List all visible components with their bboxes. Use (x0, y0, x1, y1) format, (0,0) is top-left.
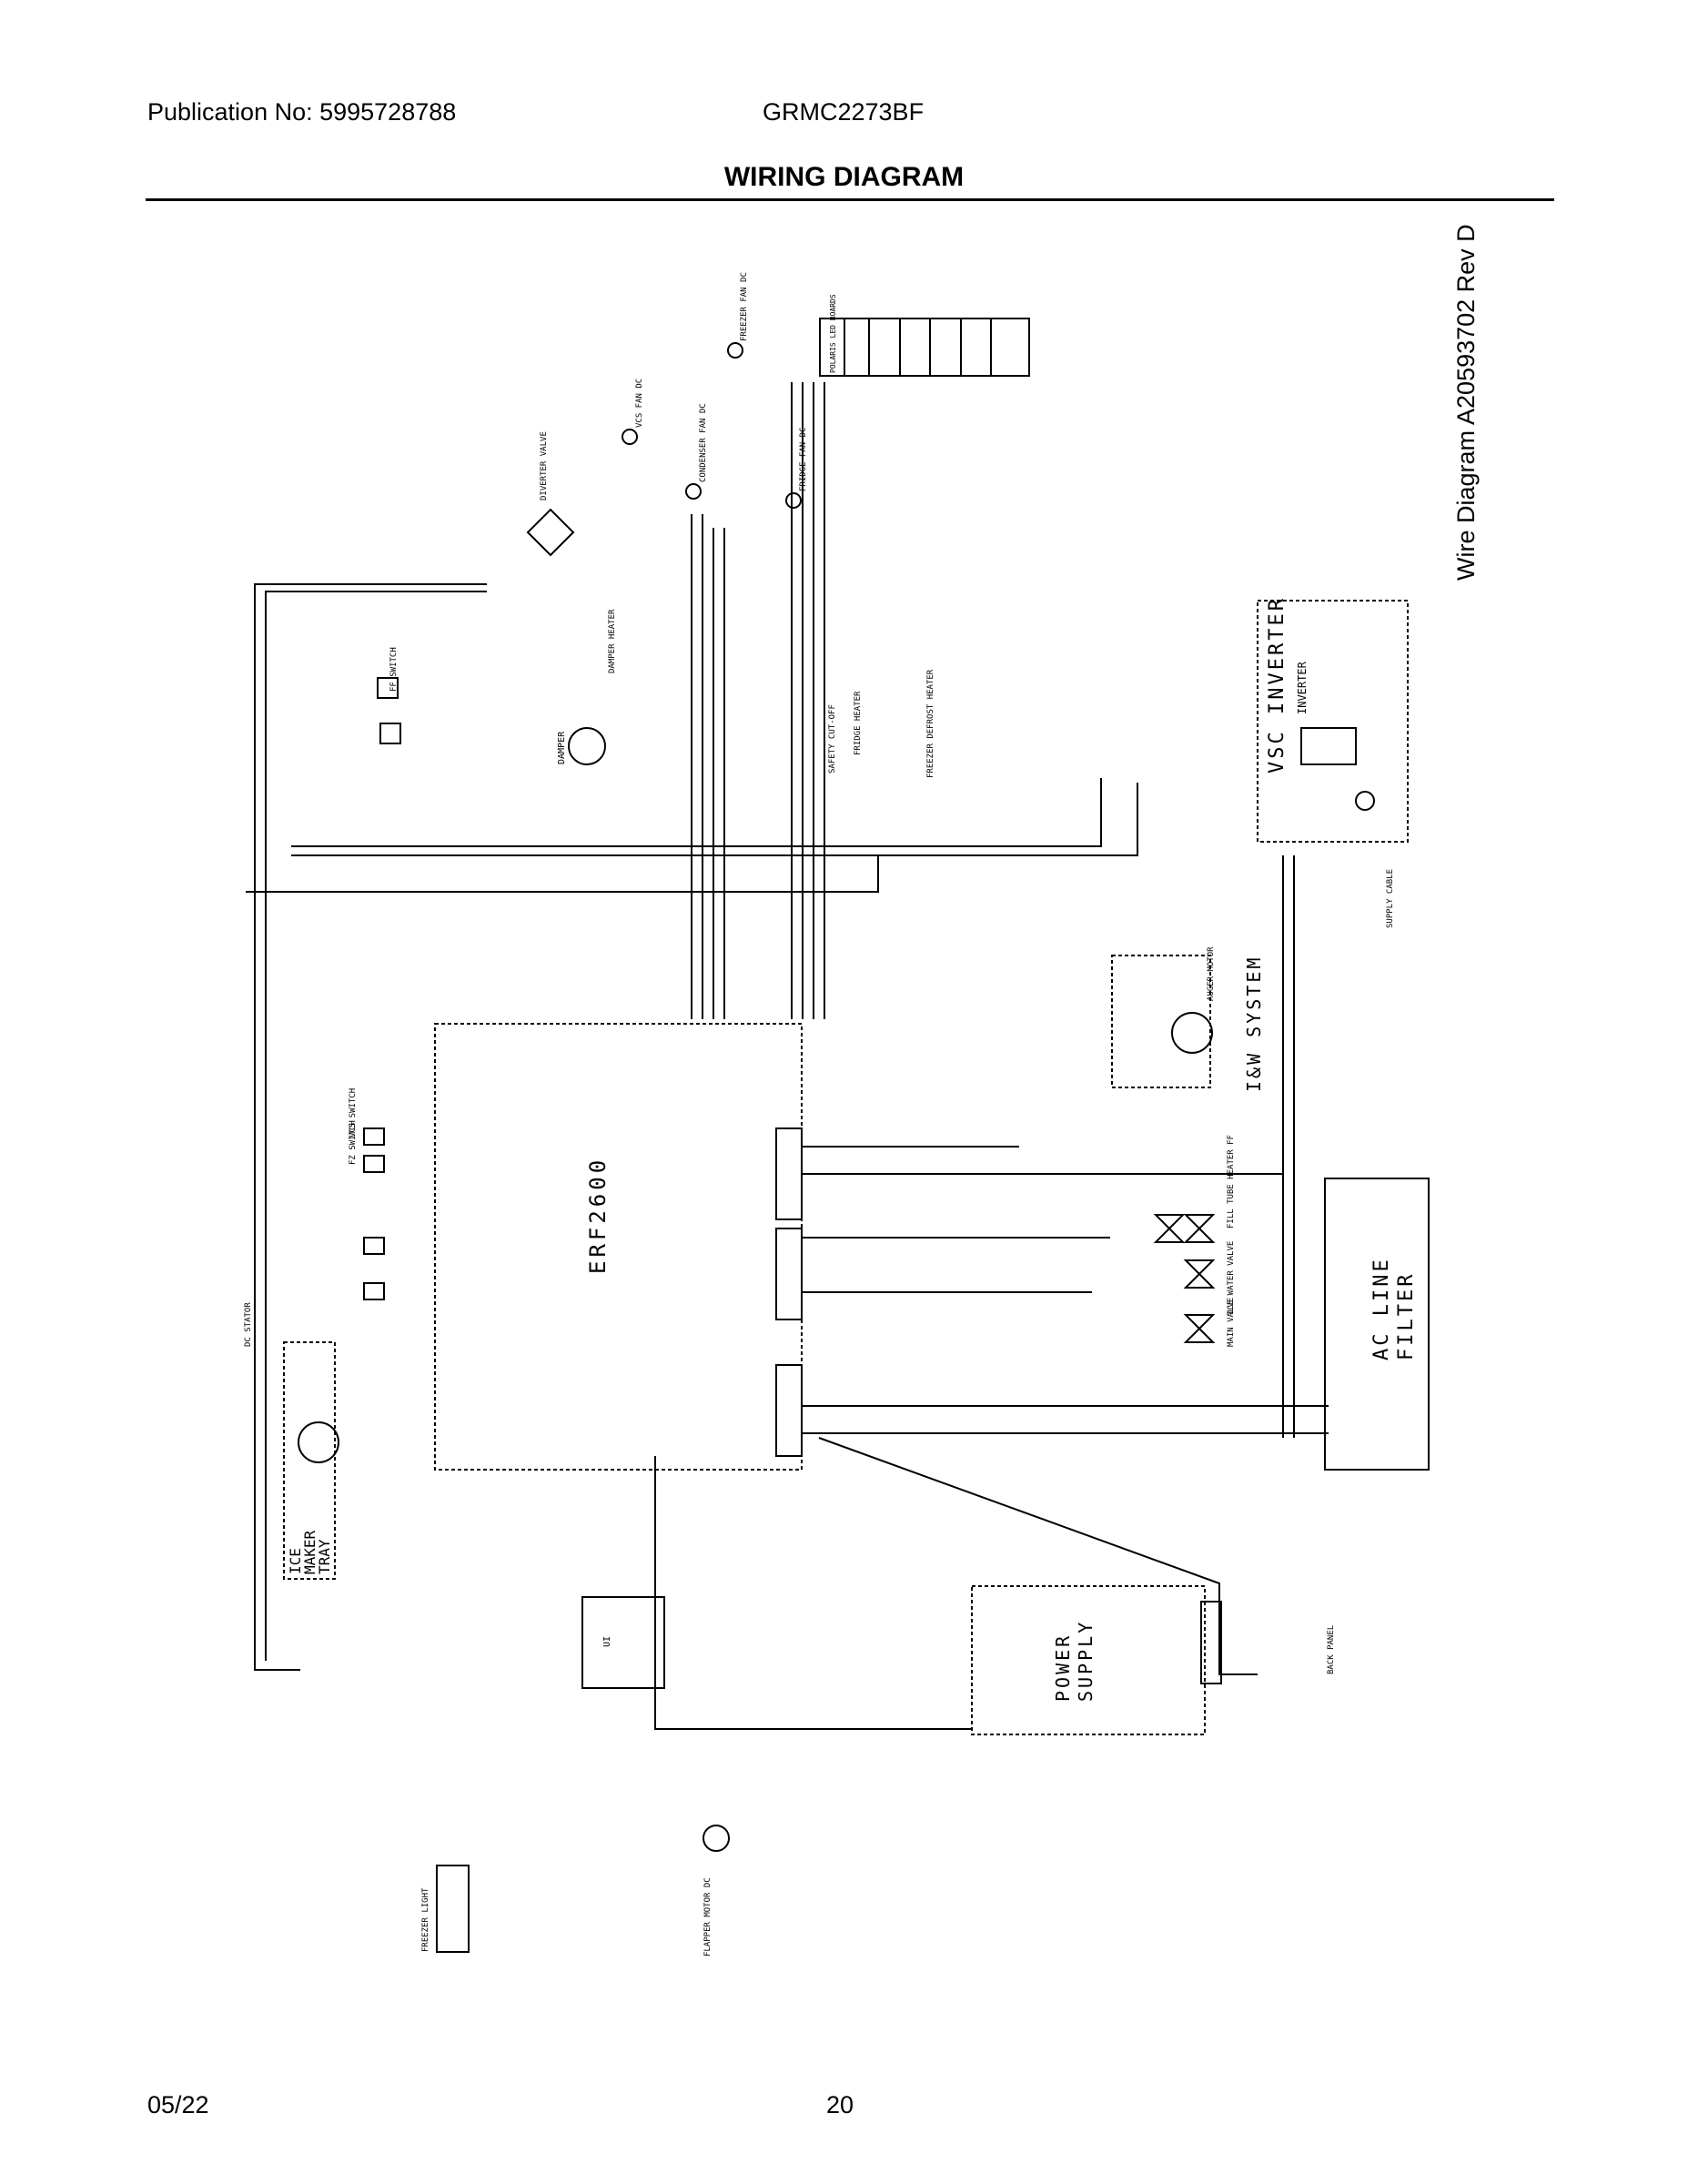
ice-maker-motor-symbol (298, 1421, 339, 1463)
wire-diagram-note-text: Wire Diagram A20593702 Rev D (1452, 224, 1480, 581)
label-ff-switch: FF SWITCH (389, 647, 399, 692)
flapper-motor-symbol (702, 1825, 730, 1852)
label-vcs-switch: VCS SWITCH (349, 1088, 358, 1138)
label-damper: DAMPER (557, 731, 567, 764)
label-ice-2: MAKER (301, 1530, 318, 1574)
ice-maker-tray-box (283, 1341, 336, 1580)
page-number: 20 (826, 2091, 854, 2118)
label-back-panel: BACK PANEL (1327, 1625, 1336, 1674)
label-vsc-inverter: VSC INVERTER (1266, 596, 1289, 774)
label-ice-3: TRAY (316, 1539, 333, 1574)
vsc-inverter-box (1257, 600, 1409, 843)
publication-number: Publication No: 5995728788 (147, 98, 457, 126)
label-power-1: POWER (1052, 1633, 1074, 1702)
harness-top-2 (291, 783, 1138, 856)
label-freezer-heater: FREEZER DEFROST HEATER (926, 669, 935, 778)
label-ac-line-1: AC LINE (1370, 1257, 1393, 1360)
label-fill-tube-heater: FILL TUBE HEATER FF (1227, 1135, 1236, 1228)
label-auger-motor: AUGER MOTOR (1207, 946, 1216, 1001)
label-fridge-heater: FRIDGE HEATER (854, 691, 863, 755)
label-power-2: SUPPLY (1075, 1620, 1097, 1702)
label-vcs-fan: VCS FAN DC (635, 379, 644, 428)
harness-top-3 (246, 855, 879, 893)
wiring-diagram: ERF2600 VSC INVERTER INVERTER AC LINE FI… (244, 272, 1430, 1956)
freezer-light-symbol (436, 1865, 470, 1953)
power-supply-box (971, 1585, 1206, 1735)
label-iw-system: I&W SYSTEM (1243, 956, 1265, 1092)
led-boards-group (819, 318, 1030, 377)
label-freezer-fan: FREEZER FAN DC (740, 272, 749, 341)
label-damper-heater: DAMPER HEATER (608, 609, 617, 673)
model-number: GRMC2273BF (763, 98, 925, 126)
label-fz-switch: FZ SWITCH (349, 1120, 358, 1165)
header-divider (146, 198, 1554, 201)
label-supply-cable: SUPPLY CABLE (1386, 869, 1395, 928)
harness-left-outer (254, 583, 487, 1671)
harness-top-1 (291, 778, 1102, 847)
label-ui-board: UI (602, 1636, 612, 1647)
label-inverter: INVERTER (1296, 661, 1309, 714)
label-ice-water-valve: ICE WATER VALVE (1227, 1241, 1236, 1315)
diverter-valve-symbol (526, 508, 575, 557)
label-freezer-light: FREEZER LIGHT (421, 1887, 430, 1952)
label-fridge-fan: FRIDGE FAN DC (799, 428, 808, 491)
label-condenser-fan: CONDENSER FAN DC (699, 403, 708, 482)
label-main-valve: MAIN VALVE (1227, 1298, 1236, 1347)
label-safety-cutoff: SAFETY CUT-OFF (828, 704, 837, 774)
label-dc-stator: DC STATOR (244, 1302, 253, 1347)
damper-motor-symbol (568, 727, 606, 765)
ac-line-filter-box (1324, 1178, 1430, 1471)
iw-motor-symbol (1171, 1012, 1213, 1054)
label-diverter-valve: DIVERTER VALVE (540, 431, 549, 500)
label-main-board: ERF2600 (585, 1157, 611, 1274)
ui-board-symbol (581, 1596, 665, 1689)
label-led-boards: POLARIS LED BOARDS (829, 294, 837, 373)
iw-system-box (1111, 955, 1211, 1088)
label-ice-1: ICE (287, 1548, 304, 1574)
harness-left-2 (265, 591, 487, 1661)
label-ac-line-2: FILTER (1395, 1272, 1418, 1360)
main-board-box (434, 1023, 803, 1471)
label-flapper-motor: FLAPPER MOTOR DC (703, 1877, 713, 1956)
wire-diagram-note: Wire Diagram A20593702 Rev D (1452, 224, 1489, 581)
page-title: WIRING DIAGRAM (723, 162, 965, 192)
footer-date: 05/22 (147, 2091, 209, 2118)
